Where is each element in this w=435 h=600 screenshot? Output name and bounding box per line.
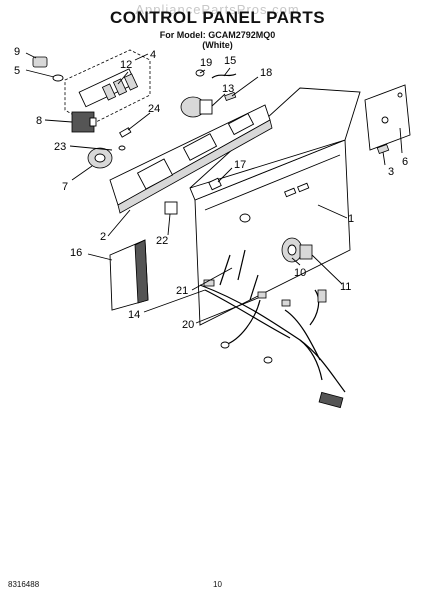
callout-17: 17 <box>234 159 246 171</box>
callout-21: 21 <box>176 285 188 297</box>
clip-part-24 <box>119 127 132 138</box>
knob-part-9 <box>32 56 48 68</box>
screw-part-23 <box>118 145 126 151</box>
callout-4: 4 <box>150 49 156 61</box>
leader-lines <box>25 52 403 324</box>
callout-9: 9 <box>14 46 20 58</box>
callout-10: 10 <box>294 267 306 279</box>
color-line: (White) <box>202 40 233 50</box>
callout-16: 16 <box>70 247 82 259</box>
callout-13: 13 <box>222 83 234 95</box>
callout-24: 24 <box>148 103 160 115</box>
callout-3: 3 <box>388 166 394 178</box>
callout-5: 5 <box>14 65 20 77</box>
console-panel <box>189 87 361 326</box>
callout-19: 19 <box>200 57 212 69</box>
switch-module <box>64 49 151 126</box>
page-title: CONTROL PANEL PARTS <box>109 8 326 27</box>
wire-harness <box>199 249 346 409</box>
control-bracket <box>109 104 273 214</box>
screw-part-5 <box>52 74 64 82</box>
model-line: For Model: GCAM2792MQ0 <box>159 30 276 40</box>
part-22 <box>164 201 178 215</box>
callout-20: 20 <box>182 319 194 331</box>
callout-7: 7 <box>62 181 68 193</box>
callout-12: 12 <box>120 59 132 71</box>
switch-part-7 <box>87 147 113 169</box>
callout-14: 14 <box>128 309 140 321</box>
callout-6: 6 <box>402 156 408 168</box>
callout-11: 11 <box>340 281 351 293</box>
document-number: 8316488 <box>8 580 40 589</box>
callout-labels: 9 5 4 12 8 24 23 7 19 15 13 18 17 6 3 1 … <box>14 46 408 331</box>
callout-15: 15 <box>224 55 236 67</box>
page-number: 10 <box>213 580 222 589</box>
timer-part-8 <box>71 111 97 133</box>
callout-8: 8 <box>36 115 42 127</box>
callout-2: 2 <box>100 231 106 243</box>
switch-part-18 <box>180 96 213 118</box>
callout-18: 18 <box>260 67 272 79</box>
callout-1: 1 <box>348 213 354 225</box>
wire-part-15 <box>211 73 237 79</box>
part-11 <box>299 244 313 260</box>
callout-22: 22 <box>156 235 168 247</box>
screw-part-13 <box>224 91 237 102</box>
end-cap-part-16 <box>109 239 149 311</box>
watermark: AppliancePartsPros.com <box>135 2 300 17</box>
callout-23: 23 <box>54 141 66 153</box>
end-bracket-part-6 <box>364 84 411 151</box>
knob-part-10 <box>281 237 303 263</box>
screw-part-3 <box>376 143 390 155</box>
part-17 <box>208 177 222 191</box>
